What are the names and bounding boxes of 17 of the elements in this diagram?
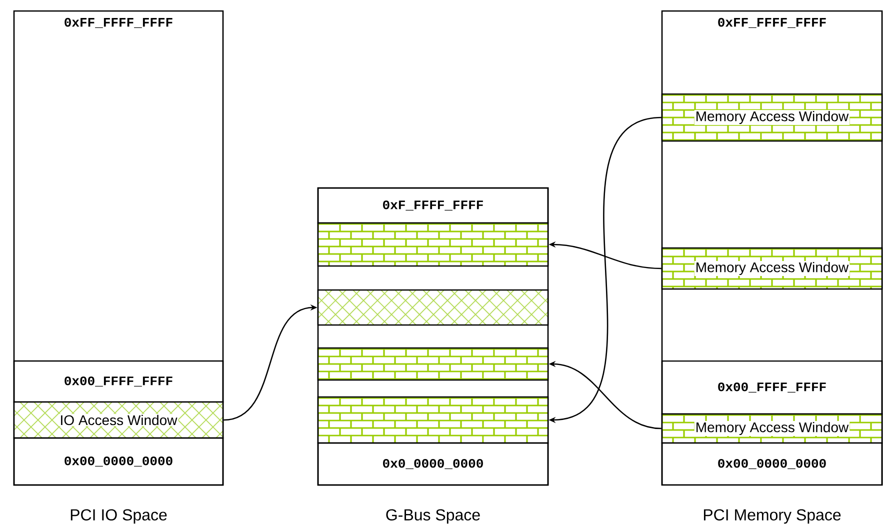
pattern-band bbox=[317, 289, 549, 326]
node-label: G-Bus Space bbox=[386, 509, 480, 524]
hatched-window: IO Access Window bbox=[13, 401, 224, 439]
memory-region: 0x00_0000_0000 bbox=[661, 442, 883, 486]
memory-region: 0x0_0000_0000 bbox=[317, 442, 549, 486]
pattern-band bbox=[317, 396, 549, 444]
brick-window: Memory Access Window bbox=[661, 247, 883, 290]
pattern-band bbox=[317, 222, 549, 267]
brick-window: Memory Access Window bbox=[661, 93, 883, 142]
memory-region: 0x00_FFFF_FFFF bbox=[661, 360, 883, 415]
brick-window: Memory Access Window bbox=[661, 413, 883, 444]
memory-region: 0x00_FFFF_FFFF bbox=[13, 360, 224, 403]
node-label: PCI IO Space bbox=[70, 509, 167, 524]
pattern-band bbox=[317, 347, 549, 381]
node-label: PCI Memory Space bbox=[704, 509, 841, 524]
memory-region: 0xF_FFFF_FFFF bbox=[317, 187, 549, 224]
memory-region: 0x00_0000_0000 bbox=[13, 437, 224, 486]
